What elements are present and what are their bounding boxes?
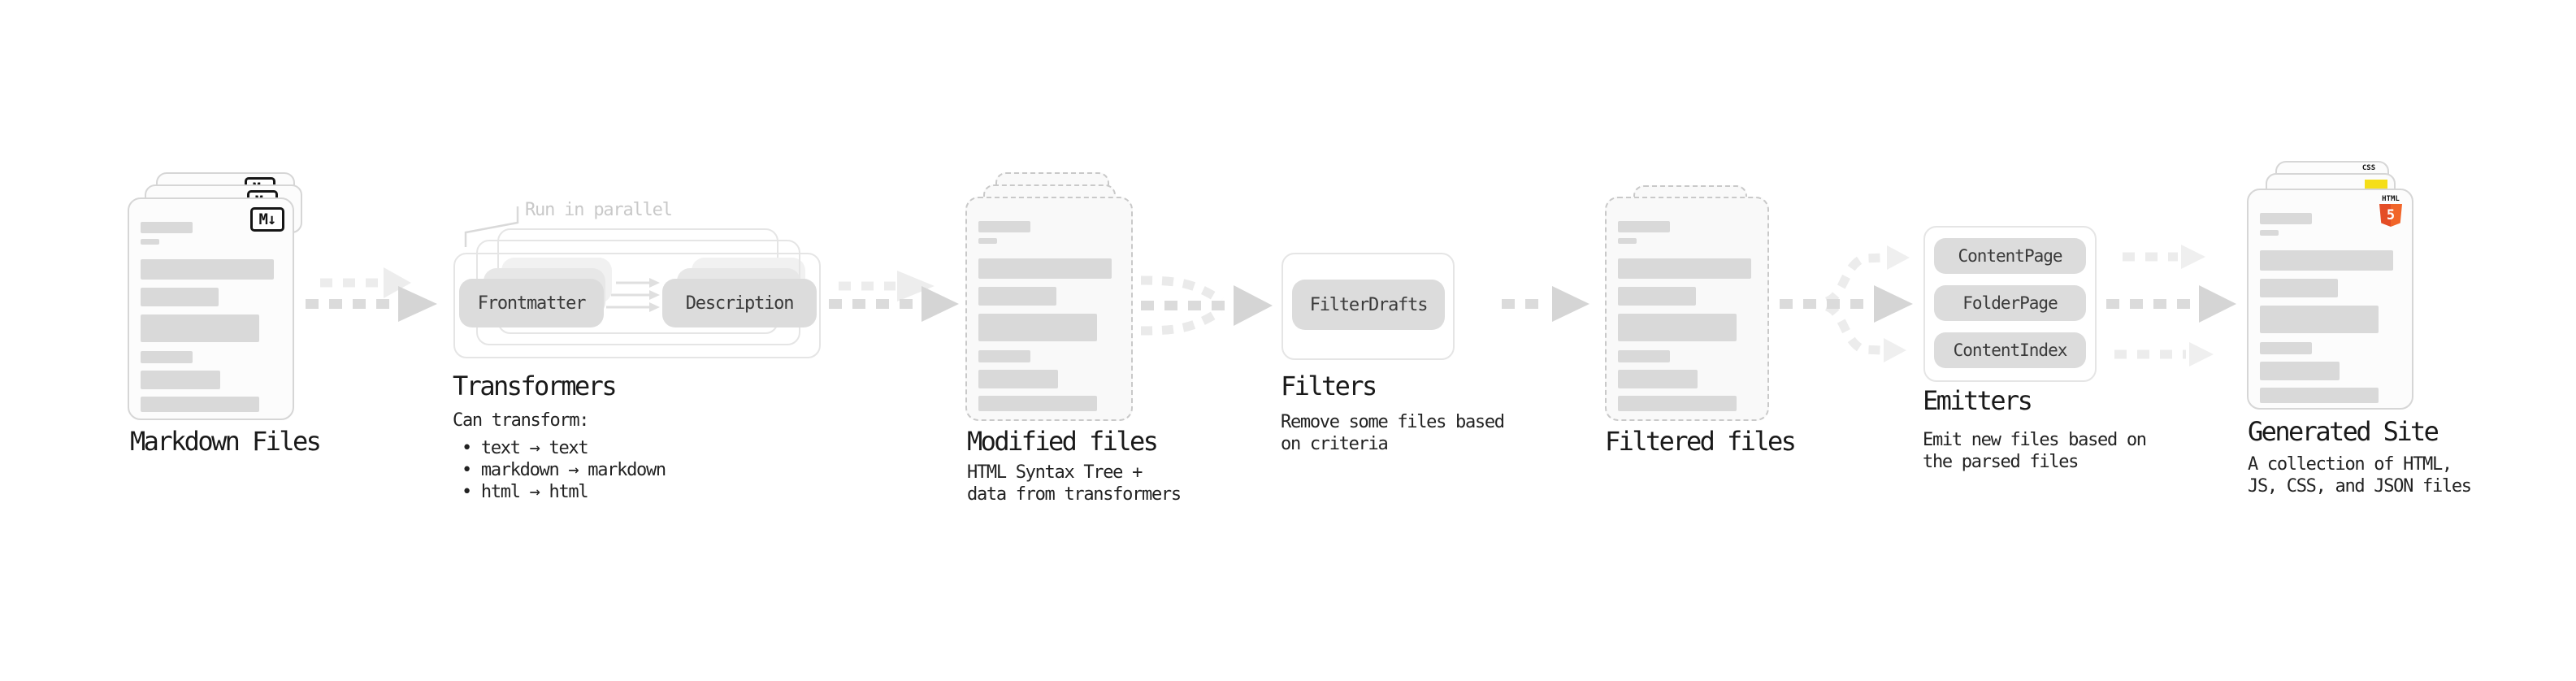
arrow-markdown-to-transformers	[306, 267, 437, 322]
content-line-bar	[2260, 342, 2312, 354]
content-line-bar	[1618, 221, 1670, 232]
filter-pill-filterdrafts: FilterDrafts	[1292, 280, 1445, 330]
content-line-bar	[1618, 258, 1751, 279]
description-line: data from transformers	[967, 484, 1182, 505]
modified-doc-front	[965, 197, 1133, 421]
content-line-bar	[978, 396, 1097, 411]
transformer-pill-frontmatter: Frontmatter	[459, 279, 604, 327]
list-item: • markdown → markdown	[462, 460, 666, 480]
stage-label-modified-files: Modified files	[967, 426, 1159, 457]
transformer-pill-description: Description	[662, 279, 817, 327]
description-line: the parsed files	[1923, 452, 2079, 472]
content-line-bar	[141, 371, 220, 389]
content-line-bar	[1618, 314, 1737, 341]
content-line-bar	[2260, 213, 2312, 224]
doc-content-lines	[967, 198, 1131, 419]
content-line-bar	[1618, 396, 1737, 411]
content-line-bar	[2260, 250, 2393, 271]
run-in-parallel-note: Run in parallel	[525, 200, 673, 220]
generated-doc-front: HTML 5	[2247, 189, 2413, 410]
emitters-frame	[1923, 226, 2097, 382]
html5-shield: 5	[2379, 204, 2402, 227]
html5-logo-icon: HTML 5	[2379, 196, 2402, 227]
content-line-bar	[978, 258, 1112, 279]
content-line-bar	[2260, 279, 2338, 297]
filters-description: Remove some files based on criteria	[1281, 411, 1505, 455]
content-line-bar	[978, 370, 1058, 388]
run-in-parallel-leader-line	[464, 206, 519, 247]
content-line-bar	[978, 287, 1056, 306]
description-line: HTML Syntax Tree +	[967, 462, 1143, 483]
content-line-bar	[141, 222, 193, 233]
content-line-bar	[978, 350, 1030, 362]
modified-files-description: HTML Syntax Tree + data from transformer…	[967, 462, 1182, 505]
doc-content-lines	[2249, 190, 2412, 408]
content-line-bar	[978, 314, 1097, 341]
arrow-modified-to-filters-merge	[1140, 275, 1273, 336]
content-line-bar	[141, 314, 259, 342]
html5-number: 5	[2386, 207, 2396, 223]
emitter-pill-folderpage: FolderPage	[1934, 285, 2086, 321]
list-item: • text → text	[462, 438, 589, 458]
arrow-filters-to-filtered	[1502, 286, 1589, 322]
description-line: A collection of HTML,	[2248, 454, 2452, 475]
stage-label-generated-site: Generated Site	[2248, 416, 2439, 447]
content-line-bar	[141, 259, 274, 280]
arrow-transformers-to-modified	[829, 271, 959, 322]
stage-label-markdown-files: Markdown Files	[130, 426, 322, 457]
doc-content-lines	[1607, 198, 1767, 419]
content-line-bar	[141, 351, 193, 363]
content-line-bar	[2260, 230, 2279, 236]
list-item: • html → html	[462, 482, 589, 502]
content-line-bar	[2260, 362, 2340, 380]
arrow-filtered-to-emitters-fanout	[1780, 245, 1913, 362]
filtered-doc-front	[1605, 197, 1769, 421]
content-line-bar	[141, 397, 259, 412]
generated-site-description: A collection of HTML, JS, CSS, and JSON …	[2248, 453, 2472, 497]
transformer-pill-arrows	[606, 278, 660, 312]
content-line-bar	[141, 288, 219, 306]
html5-badge-label: HTML	[2382, 195, 2400, 203]
description-line: Emit new files based on	[1923, 430, 2147, 450]
emitters-description: Emit new files based on the parsed files	[1923, 429, 2147, 473]
content-line-bar	[1618, 238, 1637, 244]
css-badge-label: CSS	[2361, 164, 2376, 172]
stage-title-transformers: Transformers	[453, 371, 618, 401]
content-line-bar	[1618, 350, 1670, 362]
content-line-bar	[978, 238, 997, 244]
transformer-frame-front	[453, 253, 821, 358]
markdown-doc-front: M↓	[128, 197, 294, 420]
emitter-pill-contentpage: ContentPage	[1934, 238, 2086, 274]
filters-frame	[1281, 253, 1455, 360]
stage-title-filters: Filters	[1281, 371, 1377, 401]
markdown-logo-icon: M↓	[250, 207, 284, 232]
content-line-bar	[2260, 306, 2379, 333]
content-line-bar	[978, 221, 1030, 232]
stage-title-emitters: Emitters	[1923, 385, 2033, 416]
arrows-emitters-to-generated	[2106, 245, 2236, 367]
doc-content-lines	[129, 199, 293, 419]
transformers-capability-list: • text → text • markdown → markdown • ht…	[462, 437, 666, 503]
emitter-pill-contentindex: ContentIndex	[1934, 332, 2086, 368]
description-line: Remove some files based	[1281, 412, 1505, 432]
content-line-bar	[141, 239, 159, 245]
content-line-bar	[2260, 388, 2379, 403]
content-line-bar	[1618, 287, 1696, 306]
transformers-description-heading: Can transform:	[453, 410, 590, 431]
description-line: on criteria	[1281, 434, 1389, 454]
stage-label-filtered-files: Filtered files	[1605, 426, 1797, 457]
description-line: JS, CSS, and JSON files	[2248, 476, 2472, 497]
content-line-bar	[1618, 370, 1698, 388]
